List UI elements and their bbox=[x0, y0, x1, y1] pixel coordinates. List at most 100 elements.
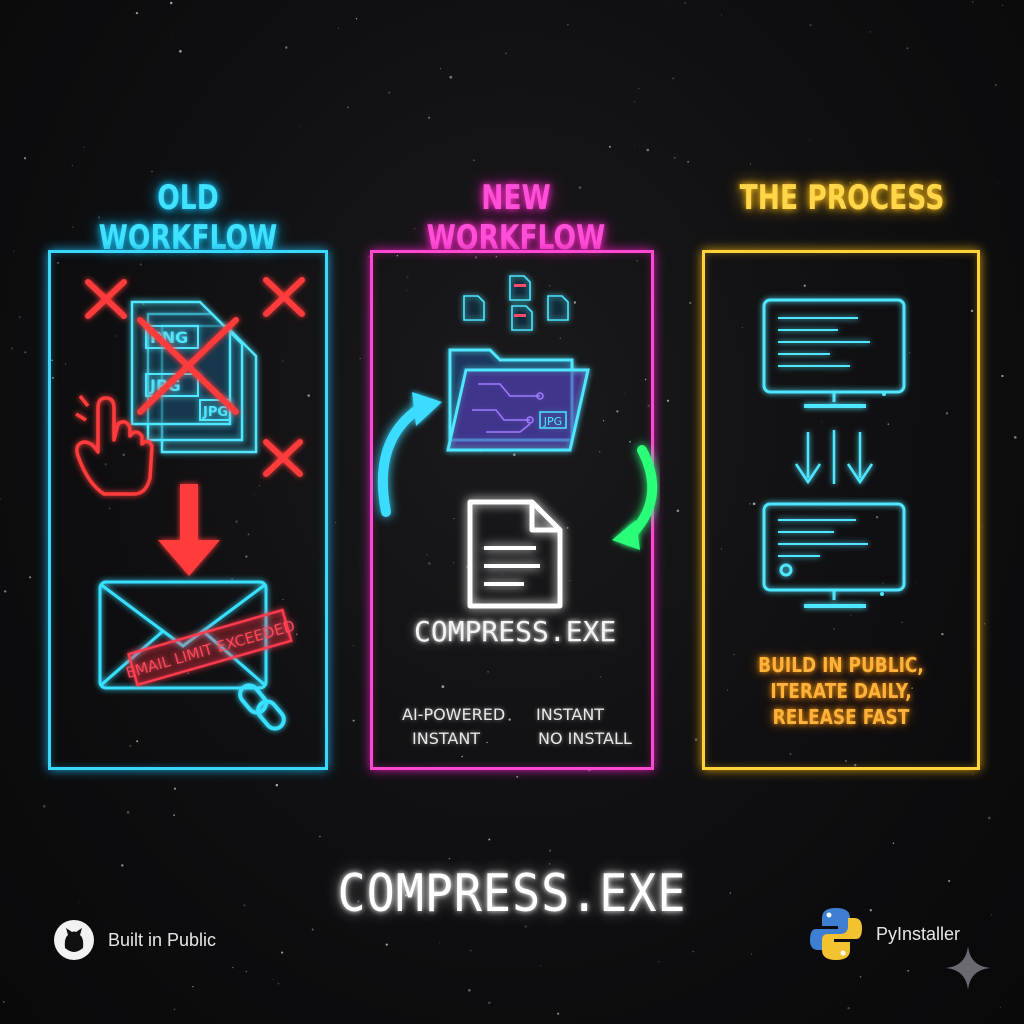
star bbox=[548, 284, 551, 287]
star bbox=[533, 228, 535, 230]
star bbox=[798, 709, 800, 711]
star bbox=[448, 857, 451, 860]
star bbox=[187, 672, 189, 674]
star bbox=[277, 982, 280, 985]
star bbox=[245, 970, 247, 973]
star bbox=[548, 863, 551, 865]
built-in-public-text: Built in Public bbox=[108, 929, 217, 950]
curved-arrow-icon bbox=[377, 403, 425, 517]
star bbox=[687, 160, 690, 163]
star bbox=[915, 581, 917, 583]
star bbox=[114, 335, 116, 337]
star bbox=[57, 262, 59, 264]
star bbox=[172, 37, 174, 39]
star bbox=[729, 892, 732, 894]
star bbox=[108, 507, 111, 510]
star bbox=[259, 485, 261, 486]
star bbox=[319, 835, 321, 838]
star bbox=[232, 966, 234, 969]
star bbox=[689, 301, 692, 305]
star bbox=[947, 879, 951, 883]
star bbox=[548, 849, 552, 852]
star bbox=[406, 290, 408, 291]
star bbox=[1013, 436, 1017, 439]
star bbox=[406, 276, 409, 279]
star bbox=[752, 502, 756, 506]
sparkle-icon bbox=[946, 946, 990, 990]
star bbox=[28, 576, 32, 579]
star bbox=[987, 816, 991, 820]
pyinstaller-text: PyInstaller bbox=[876, 923, 961, 944]
star bbox=[252, 772, 254, 774]
star bbox=[1002, 4, 1003, 6]
star bbox=[299, 126, 301, 128]
star bbox=[720, 14, 722, 16]
star bbox=[850, 614, 852, 616]
star bbox=[173, 787, 177, 790]
arrow-down-icon bbox=[794, 432, 822, 485]
star bbox=[426, 554, 428, 556]
star bbox=[396, 254, 399, 257]
star bbox=[676, 509, 680, 513]
star bbox=[803, 284, 806, 287]
process-line-1: BUILD IN PUBLIC, bbox=[758, 653, 924, 677]
star bbox=[694, 738, 698, 742]
monitor-icon bbox=[762, 298, 906, 408]
feature-instant: INSTANT bbox=[412, 729, 481, 748]
star bbox=[51, 359, 53, 361]
star bbox=[646, 148, 650, 152]
star bbox=[281, 360, 284, 362]
star bbox=[243, 904, 246, 907]
star bbox=[4, 590, 7, 593]
star bbox=[814, 708, 816, 710]
star bbox=[901, 621, 903, 623]
star bbox=[869, 908, 873, 912]
star bbox=[569, 580, 571, 582]
star bbox=[907, 969, 909, 972]
star bbox=[151, 170, 153, 173]
folder-jpg-label: JPG bbox=[543, 415, 562, 428]
star bbox=[1001, 374, 1004, 378]
star bbox=[439, 942, 441, 944]
star bbox=[122, 453, 126, 457]
star bbox=[875, 516, 879, 519]
star bbox=[352, 719, 355, 722]
star bbox=[513, 453, 516, 456]
star bbox=[908, 352, 911, 354]
star bbox=[347, 106, 350, 109]
cross-icon bbox=[85, 279, 127, 319]
svg-text:JPG: JPG bbox=[202, 405, 228, 420]
star bbox=[449, 75, 453, 79]
star bbox=[10, 347, 13, 350]
process-panel bbox=[702, 250, 980, 770]
curved-arrow-head bbox=[412, 392, 442, 426]
arrow-down-icon bbox=[158, 484, 220, 576]
star bbox=[684, 2, 686, 4]
star bbox=[461, 755, 463, 758]
curved-arrow-head bbox=[612, 520, 640, 550]
file-icon bbox=[511, 305, 533, 331]
star bbox=[999, 1006, 1002, 1008]
process-line-3: RELEASE FAST bbox=[772, 705, 910, 729]
star bbox=[281, 951, 284, 954]
star bbox=[495, 255, 498, 258]
star bbox=[658, 961, 660, 963]
star bbox=[368, 255, 370, 258]
star bbox=[970, 309, 974, 313]
star bbox=[104, 463, 107, 466]
star bbox=[644, 378, 647, 381]
star bbox=[295, 633, 298, 636]
monitor-icon bbox=[762, 502, 906, 608]
star bbox=[126, 811, 130, 814]
feature-ai-powered: AI-POWERED bbox=[402, 705, 506, 724]
pyinstaller-badge: PyInstaller bbox=[806, 904, 960, 964]
built-in-public-badge: Built in Public bbox=[52, 918, 216, 962]
star bbox=[869, 31, 871, 33]
star bbox=[945, 412, 949, 415]
star bbox=[599, 451, 601, 453]
star bbox=[749, 163, 751, 165]
old-workflow-panel bbox=[48, 250, 328, 770]
star bbox=[468, 989, 471, 992]
folder-icon: JPG bbox=[446, 348, 590, 452]
